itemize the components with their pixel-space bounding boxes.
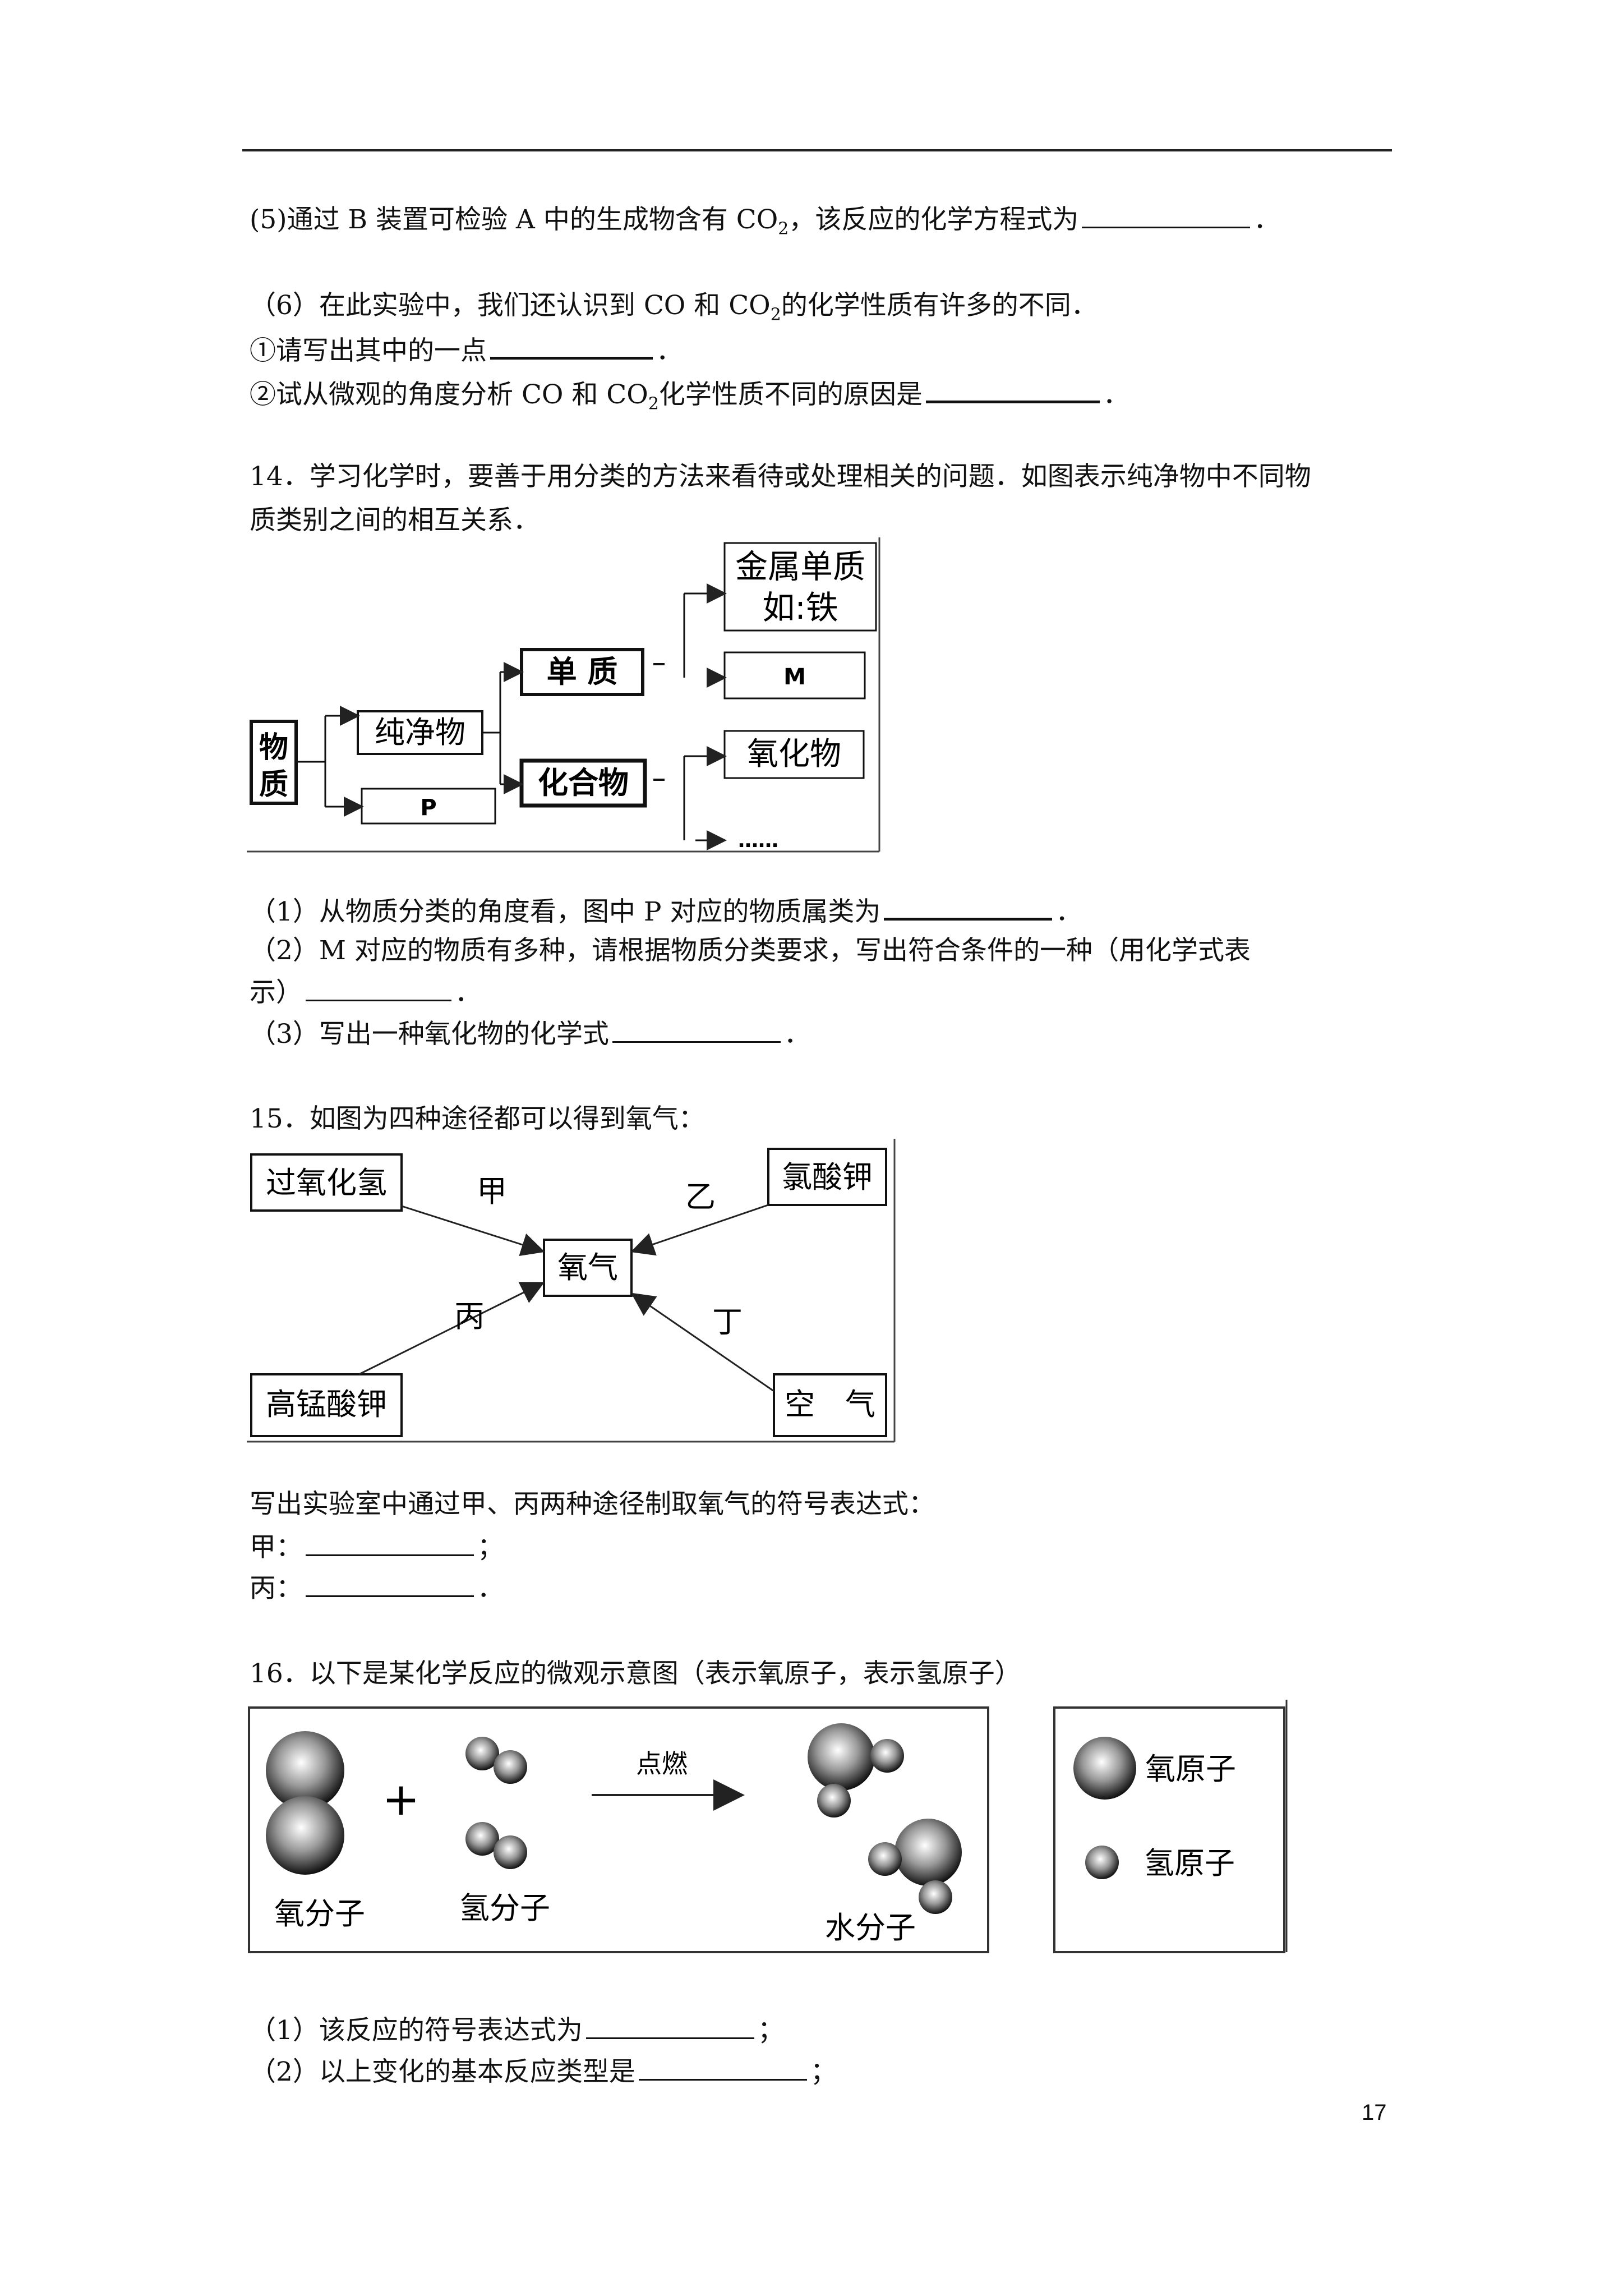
label-hydrogen-molecule: 氢分子	[459, 1890, 550, 1926]
label-water-molecule: 水分子	[825, 1910, 916, 1945]
label-element: 单 质	[547, 654, 618, 689]
q15-stem: 15．如图为四种途径都可以得到氧气：	[250, 1103, 705, 1134]
answer-blank[interactable]	[306, 1530, 474, 1556]
oxygen-routes-diagram: 过氧化氢 氯酸钾 高锰酸钾 空 气 氧气 甲 乙 丙 丁	[247, 1139, 896, 1443]
q16-sub-2: （2）以上变化的基本反应类型是；	[250, 2054, 837, 2089]
q15-jia: 甲：；	[250, 1530, 504, 1565]
classification-diagram: 物 质 纯净物 P 单 质 化合物 金属单质 如:铁 M 氧化物 ……	[247, 537, 880, 853]
label-metal: 金属单质	[735, 547, 865, 586]
answer-blank[interactable]	[1082, 202, 1251, 228]
legend-hydrogen-atom: 氢原子	[1144, 1846, 1235, 1881]
q13-line-6-2: ②试从微观的角度分析 CO 和 CO2化学性质不同的原因是．	[250, 376, 1129, 421]
label-compound: 化合物	[538, 765, 629, 800]
condition-ignite: 点燃	[636, 1749, 688, 1779]
answer-blank[interactable]	[585, 2013, 754, 2039]
q16-stem: 16．以下是某化学反应的微观示意图（表示氧原子，表示氢原子）	[250, 1658, 1021, 1689]
answer-blank[interactable]	[638, 2054, 807, 2081]
label-h2o2: 过氧化氢	[266, 1165, 387, 1200]
route-bing: 丙	[454, 1299, 485, 1334]
label-zhi: 质	[259, 768, 288, 802]
page-number: 17	[1362, 2100, 1387, 2125]
label-wu: 物	[259, 731, 288, 765]
route-yi: 乙	[685, 1179, 716, 1214]
answer-blank[interactable]	[884, 893, 1053, 921]
label-kclo3: 氯酸钾	[782, 1159, 873, 1195]
header-rule	[242, 149, 1392, 151]
q13-line-6-1: ①请写出其中的一点．	[250, 332, 683, 368]
legend-oxygen-atom: 氧原子	[1145, 1751, 1236, 1787]
q13-line-5: (5)通过 B 装置可检验 A 中的生成物含有 CO2，该反应的化学方程式为．	[250, 202, 1280, 246]
answer-blank[interactable]	[306, 1571, 474, 1597]
q16-sub-1: （1）该反应的符号表达式为；	[250, 2013, 784, 2047]
label-m: M	[783, 664, 806, 690]
q14-sub-2b: 示）．	[250, 975, 481, 1010]
q14-sub-2a: （2）M 对应的物质有多种，请根据物质分类要求，写出符合条件的一种（用化学式表	[250, 935, 1251, 966]
label-p: P	[420, 795, 436, 821]
answer-blank[interactable]	[490, 332, 653, 360]
q14-stem-1: 14．学习化学时，要善于用分类的方法来看待或处理相关的问题．如图表示纯净物中不同…	[250, 461, 1311, 492]
route-jia: 甲	[477, 1174, 507, 1209]
q15-bing: 丙：．	[250, 1571, 504, 1605]
label-kmno4: 高锰酸钾	[266, 1387, 387, 1422]
label-air: 空 气	[785, 1387, 875, 1422]
label-oxygen-molecule: 氧分子	[274, 1896, 365, 1931]
q13-line-6: （6）在此实验中，我们还认识到 CO 和 CO2的化学性质有许多的不同．	[250, 290, 1098, 325]
q14-stem-2: 质类别之间的相互关系．	[250, 505, 540, 536]
label-pure-substance: 纯净物	[375, 715, 465, 750]
answer-blank[interactable]	[306, 975, 451, 1001]
reaction-microscopic-diagram: + 点燃 氧分子 氢分子 水分子 氧原子 氢原子	[248, 1700, 1288, 1953]
label-metal-example: 如:铁	[762, 588, 838, 627]
label-oxide: 氧化物	[747, 736, 841, 772]
q15-ask: 写出实验室中通过甲、丙两种途径制取氧气的符号表达式：	[250, 1489, 935, 1520]
q14-sub-3: （3）写出一种氧化物的化学式．	[250, 1016, 810, 1051]
q14-sub-1: （1）从物质分类的角度看，图中 P 对应的物质属类为．	[250, 893, 1082, 929]
answer-blank[interactable]	[612, 1016, 781, 1043]
label-dots: ……	[738, 829, 778, 852]
plus-sign: +	[382, 1773, 419, 1825]
label-oxygen: 氧气	[557, 1250, 618, 1285]
answer-blank[interactable]	[925, 376, 1100, 403]
route-ding: 丁	[712, 1304, 743, 1340]
